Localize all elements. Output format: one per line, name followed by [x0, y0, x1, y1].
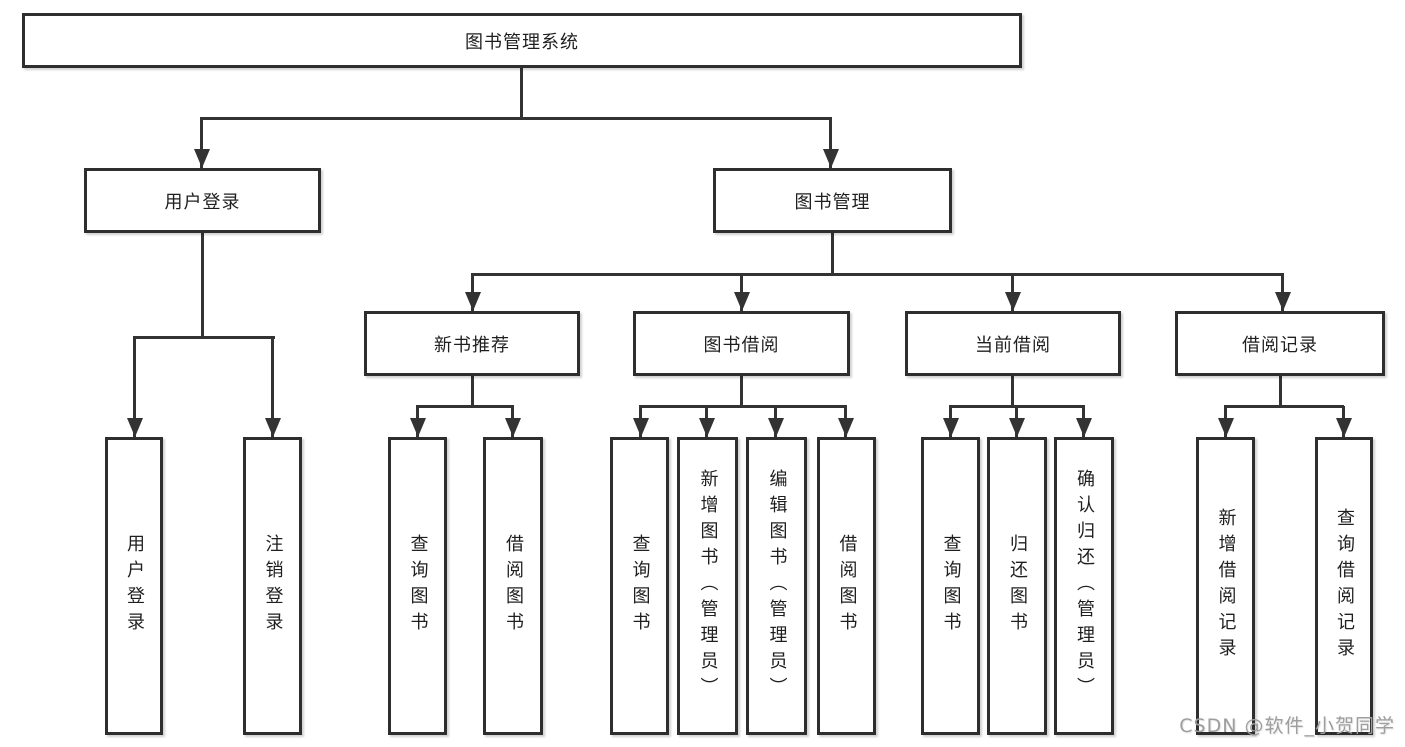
leaf-add-books-admin: 新增图书（管理员） [677, 437, 738, 735]
node-book-management: 图书管理 [713, 168, 952, 233]
connector-arrow [1015, 406, 1018, 437]
leaf-query-borrow-record: 查询借阅记录 [1315, 437, 1373, 735]
node-label: 新增图书（管理员） [697, 469, 719, 703]
node-label: 用户登录 [164, 191, 241, 213]
leaf-query-books-1: 查询图书 [388, 437, 447, 735]
leaf-add-borrow-record: 新增借阅记录 [1196, 437, 1255, 735]
leaf-edit-books-admin: 编辑图书（管理员） [746, 437, 807, 735]
node-new-book-recommend: 新书推荐 [364, 311, 580, 376]
node-label: 借阅记录 [1242, 334, 1318, 356]
node-label: 查询图书 [629, 534, 651, 638]
node-label: 注销登录 [262, 534, 284, 638]
leaf-borrow-books-1: 借阅图书 [483, 437, 543, 735]
connector-arrow [949, 406, 952, 437]
node-label: 用户登录 [124, 534, 145, 638]
connector-arrow [844, 406, 847, 437]
connector-line [740, 376, 743, 405]
connector-arrow [639, 406, 642, 437]
connector-arrow [1224, 406, 1227, 437]
connector-line [520, 68, 523, 118]
node-borrow-records: 借阅记录 [1175, 311, 1385, 376]
node-label: 借阅图书 [503, 534, 524, 638]
node-library-management-system: 图书管理系统 [22, 13, 1022, 68]
node-current-borrowing: 当前借阅 [905, 311, 1121, 376]
leaf-logout: 注销登录 [243, 437, 302, 735]
node-label: 图书借阅 [703, 334, 780, 356]
connector-arrow [471, 274, 474, 311]
leaf-query-books-2: 查询图书 [610, 437, 669, 735]
connector-line [200, 117, 832, 120]
connector-line [1224, 405, 1344, 408]
node-user-login: 用户登录 [84, 168, 321, 233]
connector-arrow [200, 118, 203, 168]
node-label: 确认归还（管理员） [1074, 469, 1095, 703]
connector-line [1011, 376, 1014, 405]
node-label: 编辑图书（管理员） [766, 469, 788, 703]
node-label: 图书管理系统 [465, 31, 579, 53]
connector-line [1279, 376, 1282, 405]
connector-arrow [1342, 406, 1345, 437]
node-label: 查询借阅记录 [1334, 508, 1355, 664]
connector-arrow [740, 274, 743, 311]
connector-arrow [774, 406, 777, 437]
leaf-return-books: 归还图书 [987, 437, 1047, 735]
connector-arrow [416, 406, 419, 437]
connector-arrow [1082, 406, 1085, 437]
connector-line [639, 405, 847, 408]
node-label: 新增借阅记录 [1215, 508, 1237, 664]
connector-arrow [271, 337, 274, 437]
connector-arrow [705, 406, 708, 437]
connector-line [416, 405, 514, 408]
connector-arrow [511, 406, 514, 437]
connector-line [133, 336, 275, 339]
leaf-user-login: 用户登录 [105, 437, 163, 735]
node-label: 当前借阅 [975, 334, 1051, 356]
connector-line [471, 273, 1284, 276]
leaf-borrow-books-2: 借阅图书 [817, 437, 876, 735]
node-label: 查询图书 [940, 534, 962, 638]
node-book-borrowing: 图书借阅 [633, 311, 850, 376]
node-label: 归还图书 [1007, 534, 1028, 638]
connector-arrow [829, 118, 832, 168]
connector-line [471, 376, 474, 405]
connector-arrow [1011, 274, 1014, 311]
csdn-watermark: CSDN @软件_小贺同学 [1179, 715, 1395, 737]
node-label: 查询图书 [407, 534, 429, 638]
node-label: 借阅图书 [836, 534, 858, 638]
connector-arrow [1281, 274, 1284, 311]
leaf-query-books-3: 查询图书 [921, 437, 980, 735]
node-label: 新书推荐 [434, 334, 510, 356]
leaf-confirm-return-admin: 确认归还（管理员） [1054, 437, 1114, 735]
node-label: 图书管理 [794, 191, 871, 213]
connector-line [201, 233, 204, 336]
connector-arrow [133, 337, 136, 437]
connector-line [831, 233, 834, 273]
